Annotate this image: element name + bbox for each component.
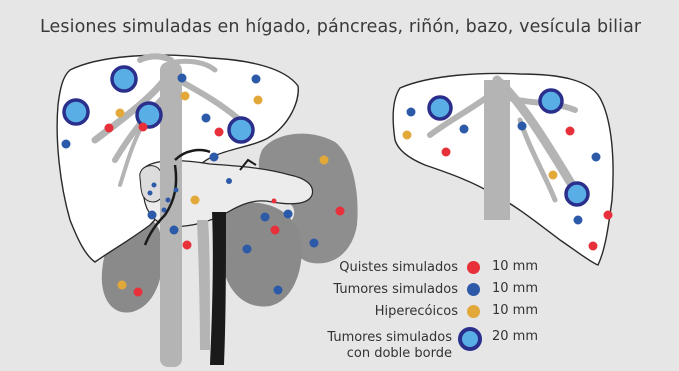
orange-lesion bbox=[319, 155, 329, 165]
legend-label-tumors: Tumores simulados bbox=[333, 282, 458, 297]
blue-lesion bbox=[147, 190, 153, 196]
adrenal-duct bbox=[239, 158, 257, 171]
legend-label-cysts: Quistes simulados bbox=[339, 260, 458, 275]
legend-label-double-ring-1: Tumores simulados bbox=[327, 330, 452, 345]
blue-lesion bbox=[61, 139, 71, 149]
red-lesion bbox=[603, 210, 613, 220]
right-kidney-shape bbox=[219, 202, 302, 307]
red-lesion bbox=[588, 241, 598, 251]
legend-label-hyperechoic: Hiperecóicos bbox=[374, 304, 458, 319]
red-lesion bbox=[182, 240, 192, 250]
blue-lesion bbox=[309, 238, 319, 248]
red-dot-icon bbox=[467, 261, 480, 274]
double-ring-lesion bbox=[227, 116, 255, 144]
legend-size-double-ring: 20 mm bbox=[492, 329, 539, 344]
lesions-right bbox=[402, 88, 613, 251]
legend-size-tumors: 10 mm bbox=[492, 281, 539, 296]
blue-lesion bbox=[591, 152, 601, 162]
blue-lesion bbox=[406, 107, 416, 117]
red-lesion bbox=[335, 206, 345, 216]
blue-lesion bbox=[573, 215, 583, 225]
blue-lesion bbox=[201, 113, 211, 123]
blue-lesion bbox=[169, 225, 179, 235]
aorta-vessel bbox=[160, 62, 182, 367]
right-renal-vein bbox=[197, 220, 210, 350]
blue-lesion bbox=[173, 187, 179, 193]
double-ring-lesion bbox=[564, 181, 590, 207]
double-ring-icon bbox=[458, 327, 482, 351]
ivc-vessel bbox=[210, 212, 226, 365]
double-ring-lesion bbox=[427, 95, 453, 121]
red-lesion bbox=[133, 287, 143, 297]
red-lesion bbox=[214, 127, 224, 137]
blue-lesion bbox=[147, 210, 157, 220]
red-lesion bbox=[271, 198, 277, 204]
red-lesion bbox=[138, 122, 148, 132]
blue-lesion bbox=[177, 73, 187, 83]
blue-lesion bbox=[151, 182, 157, 188]
orange-lesion bbox=[115, 108, 125, 118]
orange-lesion bbox=[180, 91, 190, 101]
double-ring-lesion bbox=[135, 101, 163, 129]
legend-size-cysts: 10 mm bbox=[492, 259, 539, 274]
red-lesion bbox=[441, 147, 451, 157]
blue-lesion bbox=[161, 207, 167, 213]
double-ring-lesion bbox=[110, 65, 138, 93]
lesions-left bbox=[61, 65, 345, 297]
orange-lesion bbox=[402, 130, 412, 140]
double-ring-lesion bbox=[538, 88, 564, 114]
legend-label-double-ring-2: con doble borde bbox=[346, 346, 452, 361]
blue-dot-icon bbox=[467, 283, 480, 296]
orange-dot-icon bbox=[467, 305, 480, 318]
blue-lesion bbox=[273, 285, 283, 295]
legend-size-hyperechoic: 10 mm bbox=[492, 303, 539, 318]
red-lesion bbox=[565, 126, 575, 136]
blue-lesion bbox=[459, 124, 469, 134]
blue-lesion bbox=[283, 209, 293, 219]
hepatic-vessels-right bbox=[427, 75, 580, 220]
blue-lesion bbox=[242, 244, 252, 254]
blue-lesion bbox=[209, 152, 219, 162]
blue-lesion bbox=[226, 178, 232, 184]
blue-lesion bbox=[165, 197, 171, 203]
double-ring-lesion bbox=[62, 98, 90, 126]
blue-lesion bbox=[260, 212, 270, 222]
diagram-title: Lesiones simuladas en hígado, páncreas, … bbox=[40, 17, 642, 37]
orange-lesion bbox=[190, 195, 200, 205]
orange-lesion bbox=[253, 95, 263, 105]
orange-lesion bbox=[548, 170, 558, 180]
red-lesion bbox=[270, 225, 280, 235]
red-lesion bbox=[104, 123, 114, 133]
orange-lesion bbox=[117, 280, 127, 290]
blue-lesion bbox=[251, 74, 261, 84]
blue-lesion bbox=[517, 121, 527, 131]
